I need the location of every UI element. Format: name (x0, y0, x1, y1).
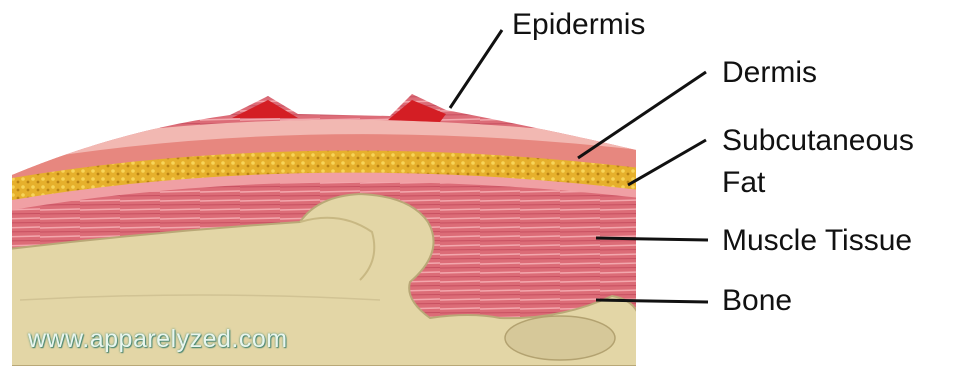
label-epidermis: Epidermis (512, 8, 645, 42)
leader-fat (628, 140, 706, 185)
label-fat: Fat (722, 166, 765, 200)
label-subcutaneous: Subcutaneous (722, 124, 914, 158)
leader-muscle (596, 238, 708, 240)
leader-bone (596, 300, 708, 302)
label-bone: Bone (722, 284, 792, 318)
label-muscle-tissue: Muscle Tissue (722, 224, 912, 258)
leader-dermis (578, 72, 706, 158)
watermark: www.apparelyzed.com (28, 325, 288, 354)
leader-epidermis (450, 30, 502, 108)
label-dermis: Dermis (722, 56, 817, 90)
